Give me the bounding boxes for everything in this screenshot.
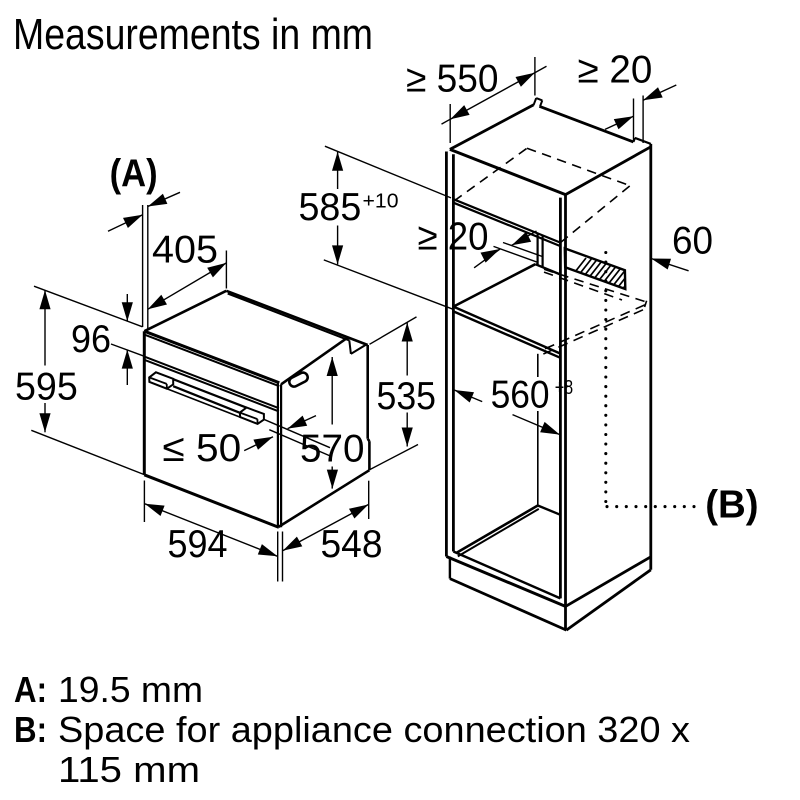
svg-text:60: 60 [672, 220, 713, 263]
svg-text:548: 548 [321, 523, 383, 566]
svg-text:A:: A: [14, 669, 47, 710]
svg-text:535: 535 [377, 375, 437, 418]
svg-text:≥ 550: ≥ 550 [406, 58, 499, 101]
svg-text:Measurements in mm: Measurements in mm [13, 10, 373, 59]
svg-text:115 mm: 115 mm [58, 749, 200, 790]
svg-text:+8: +8 [555, 377, 574, 399]
svg-text:560: 560 [491, 374, 550, 417]
svg-text:B:: B: [14, 709, 47, 750]
svg-text:585: 585 [299, 186, 362, 229]
svg-text:Space for appliance connection: Space for appliance connection 320 x [58, 709, 690, 750]
svg-text:405: 405 [152, 228, 218, 271]
svg-text:19.5 mm: 19.5 mm [58, 669, 203, 710]
svg-text:570: 570 [300, 428, 365, 471]
svg-text:+10: +10 [363, 191, 399, 213]
svg-text:(B): (B) [705, 483, 758, 526]
svg-text:≥ 20: ≥ 20 [578, 49, 653, 92]
svg-text:594: 594 [168, 523, 228, 566]
svg-text:(A): (A) [110, 153, 158, 196]
svg-text:595: 595 [15, 366, 78, 409]
svg-text:≤ 50: ≤ 50 [162, 427, 241, 470]
svg-text:96: 96 [71, 318, 111, 361]
